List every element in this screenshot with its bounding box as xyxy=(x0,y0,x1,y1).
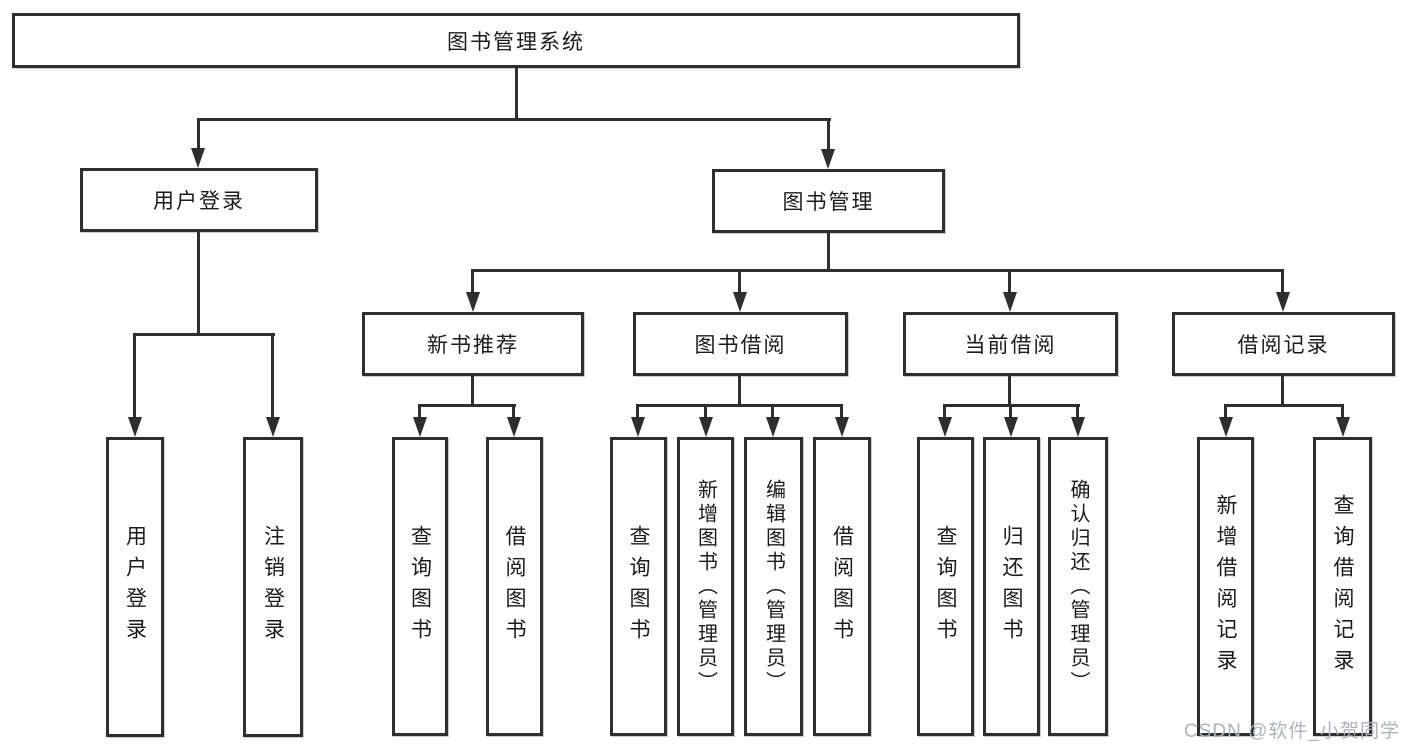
connector-line xyxy=(1341,404,1344,419)
connector-line xyxy=(738,376,741,407)
arrow-down-icon xyxy=(413,417,427,437)
connector-line xyxy=(1076,404,1079,419)
node-add-book-admin-label: 新增图书（管理员） xyxy=(694,478,717,695)
connector-line xyxy=(827,233,830,272)
node-query-book-recommend-label: 查询图书 xyxy=(408,524,432,649)
connector-line xyxy=(197,118,831,121)
connector-line xyxy=(471,376,474,407)
node-borrow-book: 借阅图书 xyxy=(813,437,871,736)
arrow-down-icon xyxy=(191,148,205,168)
node-borrow-records: 借阅记录 xyxy=(1172,312,1395,376)
connector-line xyxy=(471,269,1284,272)
arrow-down-icon xyxy=(1004,417,1018,437)
node-user-login-label: 用户登录 xyxy=(153,190,245,213)
connector-line xyxy=(418,404,516,407)
arrow-down-icon xyxy=(631,417,645,437)
node-query-book-current-label: 查询图书 xyxy=(934,524,957,649)
arrow-down-icon xyxy=(733,292,747,312)
node-query-book-borrow: 查询图书 xyxy=(610,437,667,736)
node-logout: 注销登录 xyxy=(243,437,303,737)
node-query-book-borrow-label: 查询图书 xyxy=(627,524,650,649)
node-book-management: 图书管理 xyxy=(712,169,945,233)
node-query-book-current: 查询图书 xyxy=(917,437,974,736)
arrow-down-icon xyxy=(938,417,952,437)
node-current-borrow-label: 当前借阅 xyxy=(964,334,1057,357)
node-return-book-label: 归还图书 xyxy=(1000,524,1023,649)
node-edit-book-admin-label: 编辑图书（管理员） xyxy=(762,478,785,695)
connector-line xyxy=(827,118,830,151)
arrow-down-icon xyxy=(1071,417,1085,437)
connector-line xyxy=(771,404,774,419)
node-edit-book-admin: 编辑图书（管理员） xyxy=(744,437,803,736)
arrow-down-icon xyxy=(1336,417,1350,437)
connector-line xyxy=(1281,269,1284,295)
connector-line xyxy=(197,232,200,336)
connector-line xyxy=(515,68,518,121)
arrow-down-icon xyxy=(699,417,713,437)
connector-line xyxy=(1009,404,1012,419)
node-current-borrow: 当前借阅 xyxy=(903,312,1118,376)
arrow-down-icon xyxy=(1003,292,1017,312)
node-confirm-return-admin: 确认归还（管理员） xyxy=(1048,437,1108,736)
connector-line xyxy=(418,404,421,419)
node-confirm-return-admin-label: 确认归还（管理员） xyxy=(1067,478,1089,695)
node-add-borrow-record: 新增借阅记录 xyxy=(1197,437,1254,736)
connector-line xyxy=(1008,269,1011,295)
arrow-down-icon xyxy=(1219,417,1233,437)
connector-line xyxy=(738,269,741,295)
csdn-watermark: CSDN @软件_小贺同学 xyxy=(1184,721,1400,742)
connector-line xyxy=(704,404,707,419)
connector-line xyxy=(636,404,639,419)
connector-line xyxy=(512,404,515,419)
node-new-book-recommend: 新书推荐 xyxy=(362,312,584,376)
node-user-login-leaf-label: 用户登录 xyxy=(123,525,147,649)
node-root: 图书管理系统 xyxy=(12,13,1020,68)
arrow-down-icon xyxy=(835,417,849,437)
connector-line xyxy=(1224,404,1344,407)
node-new-book-recommend-label: 新书推荐 xyxy=(427,334,519,357)
arrow-down-icon xyxy=(507,417,521,437)
node-borrow-book-label: 借阅图书 xyxy=(830,524,854,649)
node-user-login-leaf: 用户登录 xyxy=(106,437,164,737)
arrow-down-icon xyxy=(128,417,142,437)
connector-line xyxy=(840,404,843,419)
connector-line xyxy=(471,269,474,295)
arrow-down-icon xyxy=(766,417,780,437)
node-borrow-book-recommend-label: 借阅图书 xyxy=(503,524,526,649)
node-query-book-recommend: 查询图书 xyxy=(392,437,448,736)
node-root-label: 图书管理系统 xyxy=(447,30,585,54)
connector-line xyxy=(271,333,274,419)
node-user-login: 用户登录 xyxy=(80,168,318,232)
connector-line xyxy=(636,404,843,407)
connector-line xyxy=(1224,404,1227,419)
connector-line xyxy=(943,404,946,419)
node-query-borrow-record-label: 查询借阅记录 xyxy=(1331,493,1354,680)
connector-line xyxy=(133,333,136,419)
node-book-borrow-label: 图书借阅 xyxy=(694,334,787,357)
connector-line xyxy=(133,333,275,336)
node-query-borrow-record: 查询借阅记录 xyxy=(1313,437,1372,736)
node-book-management-label: 图书管理 xyxy=(782,191,875,214)
arrow-down-icon xyxy=(266,417,280,437)
node-book-borrow: 图书借阅 xyxy=(633,312,848,376)
arrow-down-icon xyxy=(1276,292,1290,312)
node-borrow-book-recommend: 借阅图书 xyxy=(486,437,543,736)
arrow-down-icon xyxy=(466,292,480,312)
node-add-borrow-record-label: 新增借阅记录 xyxy=(1214,493,1237,680)
node-logout-label: 注销登录 xyxy=(261,525,285,649)
connector-line xyxy=(197,118,200,151)
connector-line xyxy=(1008,376,1011,407)
arrow-down-icon xyxy=(821,149,835,169)
node-borrow-records-label: 借阅记录 xyxy=(1237,334,1330,357)
connector-line xyxy=(1281,376,1284,407)
node-add-book-admin: 新增图书（管理员） xyxy=(677,437,734,736)
node-return-book: 归还图书 xyxy=(983,437,1040,736)
